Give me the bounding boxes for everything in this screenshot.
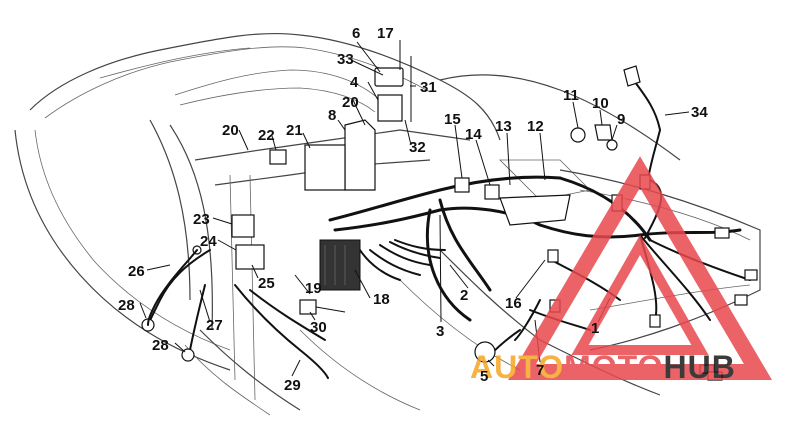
ring <box>606 139 618 151</box>
relay-24 <box>235 244 265 270</box>
callout-22: 22 <box>258 127 275 144</box>
watermark-auto: AUTO <box>470 349 564 385</box>
callout-14: 14 <box>465 126 482 143</box>
svg-text:AUTOMOTOHUB: AUTOMOTOHUB <box>470 349 736 385</box>
callout-24: 24 <box>200 233 217 250</box>
callout-21: 21 <box>286 122 303 139</box>
callout-28-upper: 28 <box>118 297 135 314</box>
callout-13: 13 <box>495 118 512 135</box>
callout-4: 4 <box>350 74 359 91</box>
callout-1: 1 <box>591 320 599 337</box>
grommet <box>570 127 586 143</box>
callout-9: 9 <box>617 111 625 128</box>
callout-29: 29 <box>284 377 301 394</box>
callout-32: 32 <box>409 139 426 156</box>
callout-23: 23 <box>193 211 210 228</box>
callout-20-left: 20 <box>222 122 239 139</box>
callout-20-right: 20 <box>342 94 359 111</box>
callout-labels: 1 2 3 4 5 6 7 8 9 10 11 12 13 14 15 16 1… <box>118 25 708 394</box>
relay-bracket <box>377 94 403 122</box>
watermark-triangle <box>507 156 773 380</box>
elbow-fitting <box>594 124 613 141</box>
relay-23 <box>231 214 255 238</box>
callout-6: 6 <box>352 25 360 42</box>
callout-17: 17 <box>377 25 394 42</box>
watermark-logo: AUTOMOTOHUB <box>470 156 773 385</box>
callout-30: 30 <box>310 319 327 336</box>
callout-18: 18 <box>373 291 390 308</box>
callout-2: 2 <box>460 287 468 304</box>
frame-outline <box>14 32 761 416</box>
callout-27: 27 <box>206 317 223 334</box>
callout-7: 7 <box>536 362 544 379</box>
callout-34: 34 <box>691 104 708 121</box>
callout-16: 16 <box>505 295 522 312</box>
callout-31: 31 <box>420 79 437 96</box>
voltage-regulator <box>319 239 361 291</box>
sensor-plug <box>623 65 641 87</box>
callout-15: 15 <box>444 111 461 128</box>
callout-28-lower: 28 <box>152 337 169 354</box>
watermark-moto: MOTO <box>564 349 663 385</box>
callout-12: 12 <box>527 118 544 135</box>
callout-10: 10 <box>592 95 609 112</box>
callout-5: 5 <box>480 368 488 385</box>
callout-11: 11 <box>563 87 579 104</box>
watermark-hub: HUB <box>663 349 735 385</box>
control-unit <box>304 144 346 191</box>
callout-26: 26 <box>128 263 145 280</box>
callout-33: 33 <box>337 51 354 68</box>
bracket <box>344 119 376 191</box>
small-connector <box>269 149 287 165</box>
relay-cover <box>374 67 404 87</box>
switch-knob <box>474 341 496 363</box>
callout-8: 8 <box>328 107 336 124</box>
callout-3: 3 <box>436 323 444 340</box>
callout-25: 25 <box>258 275 275 292</box>
fuse-box <box>499 194 571 226</box>
callout-19: 19 <box>305 280 322 297</box>
